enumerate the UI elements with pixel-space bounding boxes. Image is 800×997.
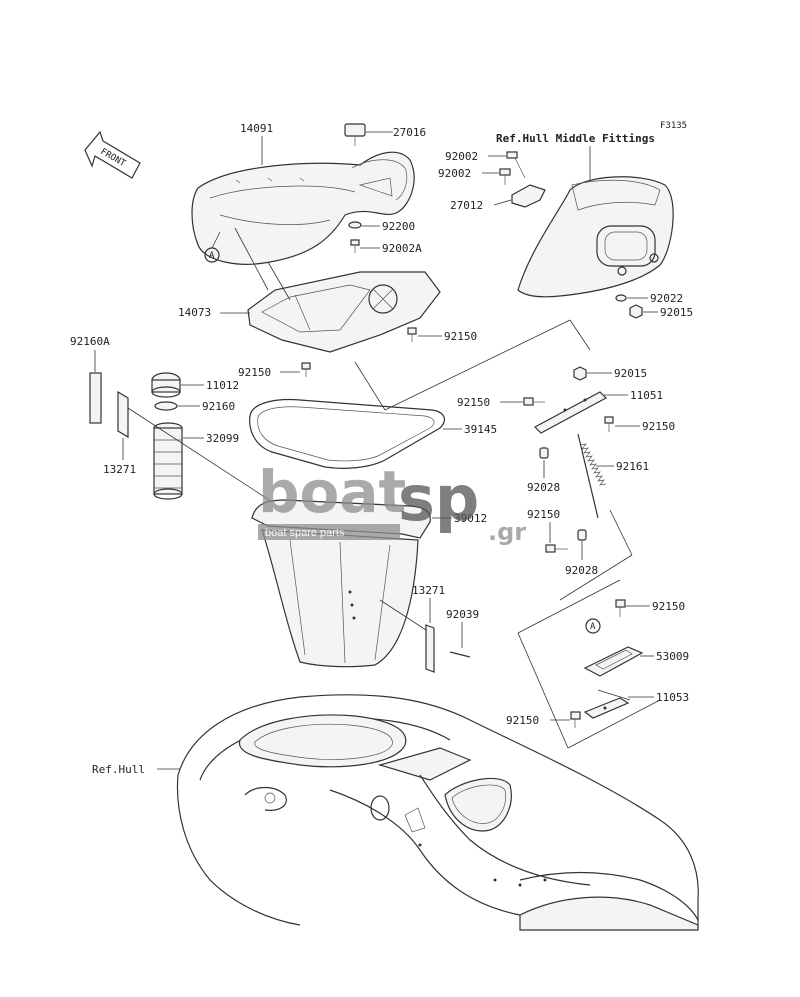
label-11012: 11012 xyxy=(206,379,239,392)
label-92022: 92022 xyxy=(650,292,683,305)
label-39145: 39145 xyxy=(464,423,497,436)
label-13271-b: 13271 xyxy=(412,584,445,597)
front-arrow-icon: FRONT xyxy=(84,130,141,179)
latch-53009 xyxy=(583,646,644,677)
label-39012: 39012 xyxy=(454,512,487,525)
collar-92028-a xyxy=(539,447,549,459)
label-14073: 14073 xyxy=(178,306,211,319)
collar-92028-b xyxy=(577,529,587,541)
bracket-11053 xyxy=(583,697,630,719)
label-92200: 92200 xyxy=(382,220,415,233)
cap-27016 xyxy=(344,123,366,146)
label-92161: 92161 xyxy=(616,460,649,473)
bolt-92150-b xyxy=(301,362,311,377)
plate-13271-a xyxy=(117,390,129,439)
stay-92161 xyxy=(577,433,607,519)
strip-92160A xyxy=(89,372,102,424)
seat-cover-14091 xyxy=(191,151,415,265)
pin-92039 xyxy=(449,651,471,658)
bolt-92002A xyxy=(350,239,360,253)
watermark-logo: boat sp .gr boat spare parts xyxy=(258,458,526,546)
label-92150-e: 92150 xyxy=(527,508,560,521)
label-92002A: 92002A xyxy=(382,242,422,255)
label-13271-a: 13271 xyxy=(103,463,136,476)
bracket-11051 xyxy=(534,391,607,434)
callout-a-circle-right xyxy=(585,618,601,634)
label-32099: 32099 xyxy=(206,432,239,445)
label-11053: 11053 xyxy=(656,691,689,704)
watermark-tagline: boat spare parts xyxy=(265,527,345,539)
bolt-92150-f xyxy=(615,599,626,617)
label-92015-b: 92015 xyxy=(614,367,647,380)
label-92028-a: 92028 xyxy=(527,481,560,494)
ref-hull-middle-label: Ref.Hull Middle Fittings xyxy=(496,132,655,145)
bolt-92002-b xyxy=(499,168,511,185)
figure-code: F3135 xyxy=(660,121,687,131)
bolt-92150-c xyxy=(523,397,545,406)
bolt-92150-g xyxy=(570,711,581,728)
bracket-27012 xyxy=(511,184,546,208)
label-92002-b: 92002 xyxy=(438,167,471,180)
watermark-main-right: sp xyxy=(398,462,479,535)
label-92150-c: 92150 xyxy=(457,396,490,409)
ref-hull-label: Ref.Hull xyxy=(92,763,145,776)
label-92028-b: 92028 xyxy=(565,564,598,577)
label-53009: 53009 xyxy=(656,650,689,663)
watermark-suffix: .gr xyxy=(488,518,526,546)
washer-92022 xyxy=(615,294,627,302)
label-92150-d: 92150 xyxy=(642,420,675,433)
label-11051: 11051 xyxy=(630,389,663,402)
callout-a-left: A xyxy=(209,251,215,261)
watermark-main-left: boat xyxy=(258,458,406,526)
nut-92015-b xyxy=(573,366,587,381)
label-92150-a: 92150 xyxy=(444,330,477,343)
bolt-92150-a xyxy=(407,327,417,342)
label-14091: 14091 xyxy=(240,122,273,135)
watermark-tagline-bar xyxy=(258,524,400,540)
bolt-92002-a xyxy=(506,151,526,179)
label-92150-f: 92150 xyxy=(652,600,685,613)
label-27012: 27012 xyxy=(450,199,483,212)
label-92039: 92039 xyxy=(446,608,479,621)
bracket-14073 xyxy=(247,271,441,353)
label-92160A: 92160A xyxy=(70,335,110,348)
plate-13271-b xyxy=(425,624,435,673)
label-92150-g: 92150 xyxy=(506,714,539,727)
callout-a-right: A xyxy=(590,622,596,632)
holder-32099 xyxy=(153,422,183,500)
label-92015-a: 92015 xyxy=(660,306,693,319)
label-92002-a: 92002 xyxy=(445,150,478,163)
ring-92160 xyxy=(154,401,178,411)
gasket-39145 xyxy=(249,398,446,469)
label-92150-b: 92150 xyxy=(238,366,271,379)
bolt-92150-e xyxy=(545,544,568,553)
washer-92200 xyxy=(348,221,362,229)
hull-deck xyxy=(176,694,699,931)
bolt-92150-d xyxy=(604,416,614,432)
label-27016: 27016 xyxy=(393,126,426,139)
nut-92015-a xyxy=(629,304,643,319)
middle-fittings-panel xyxy=(517,176,674,298)
label-92160: 92160 xyxy=(202,400,235,413)
